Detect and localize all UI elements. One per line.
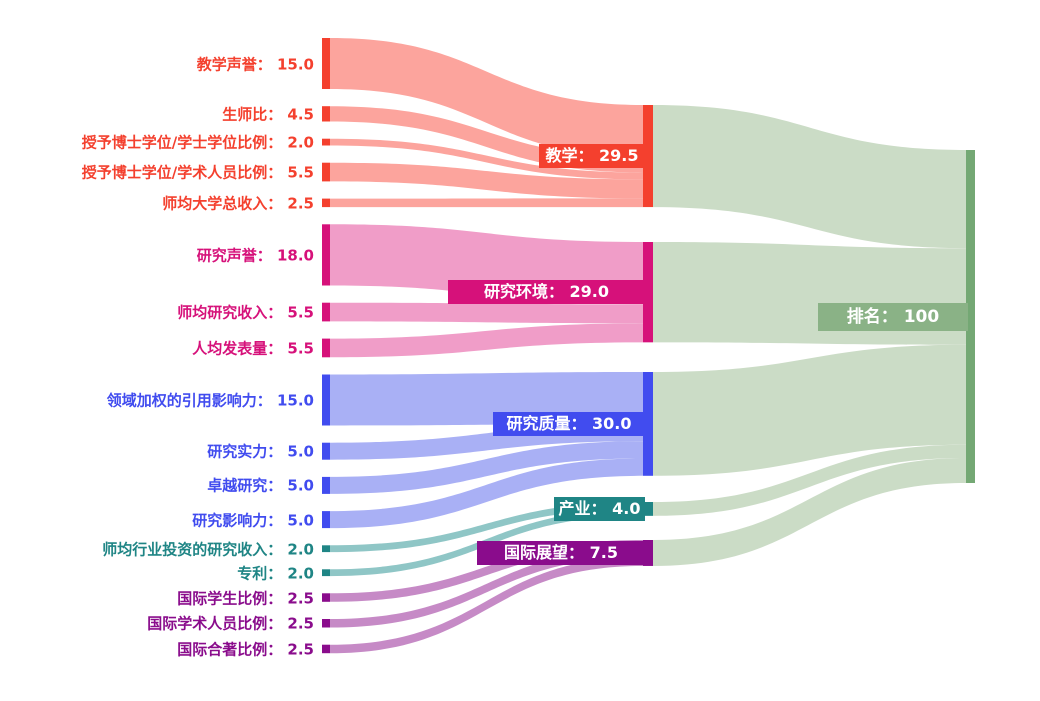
node-industry[interactable]: [643, 502, 653, 516]
node-patents[interactable]: [322, 569, 330, 577]
flow-research-excellence: [330, 441, 643, 494]
flow-research-influence: [330, 458, 643, 529]
flow-industry-to-rank: [653, 444, 966, 516]
flow-field-weighted-citation-impact: [330, 372, 643, 426]
node-research-reputation[interactable]: [322, 224, 330, 286]
flow-teaching-reputation: [330, 38, 643, 157]
flow-doctorate-staff-ratio: [330, 162, 643, 199]
flow-international-students: [330, 540, 643, 602]
node-rank[interactable]: [966, 150, 975, 483]
node-research-strength[interactable]: [322, 442, 330, 460]
flow-industry-income: [330, 502, 643, 553]
flow-teaching-to-rank: [653, 105, 966, 249]
node-research-influence[interactable]: [322, 511, 330, 529]
node-research-quality[interactable]: [643, 372, 653, 476]
node-institutional-income[interactable]: [322, 198, 330, 208]
node-research-productivity[interactable]: [322, 338, 330, 358]
flow-research-productivity: [330, 323, 643, 358]
node-international-students[interactable]: [322, 593, 330, 602]
node-student-staff-ratio[interactable]: [322, 106, 330, 122]
flow-international-staff: [330, 548, 643, 628]
node-teaching[interactable]: [643, 105, 653, 208]
node-industry-income[interactable]: [322, 545, 330, 553]
flow-research-income: [330, 302, 643, 324]
flow-research-reputation: [330, 224, 643, 305]
flow-international-outlook-to-rank: [653, 458, 966, 566]
node-research-income[interactable]: [322, 302, 330, 322]
node-research-excellence[interactable]: [322, 476, 330, 494]
node-international-outlook[interactable]: [643, 540, 653, 566]
flow-institutional-income: [330, 198, 643, 208]
node-teaching-reputation[interactable]: [322, 38, 330, 89]
node-international-staff[interactable]: [322, 619, 330, 628]
flow-research-quality-to-rank: [653, 344, 966, 476]
flow-doctorate-bachelor-ratio: [330, 138, 643, 180]
flow-research-environment-to-rank: [653, 242, 966, 345]
node-doctorate-staff-ratio[interactable]: [322, 162, 330, 182]
node-research-environment[interactable]: [643, 242, 653, 343]
flow-international-coauthorship: [330, 557, 643, 654]
node-international-coauthorship[interactable]: [322, 644, 330, 654]
node-field-weighted-citation-impact[interactable]: [322, 374, 330, 426]
node-doctorate-bachelor-ratio[interactable]: [322, 138, 330, 146]
